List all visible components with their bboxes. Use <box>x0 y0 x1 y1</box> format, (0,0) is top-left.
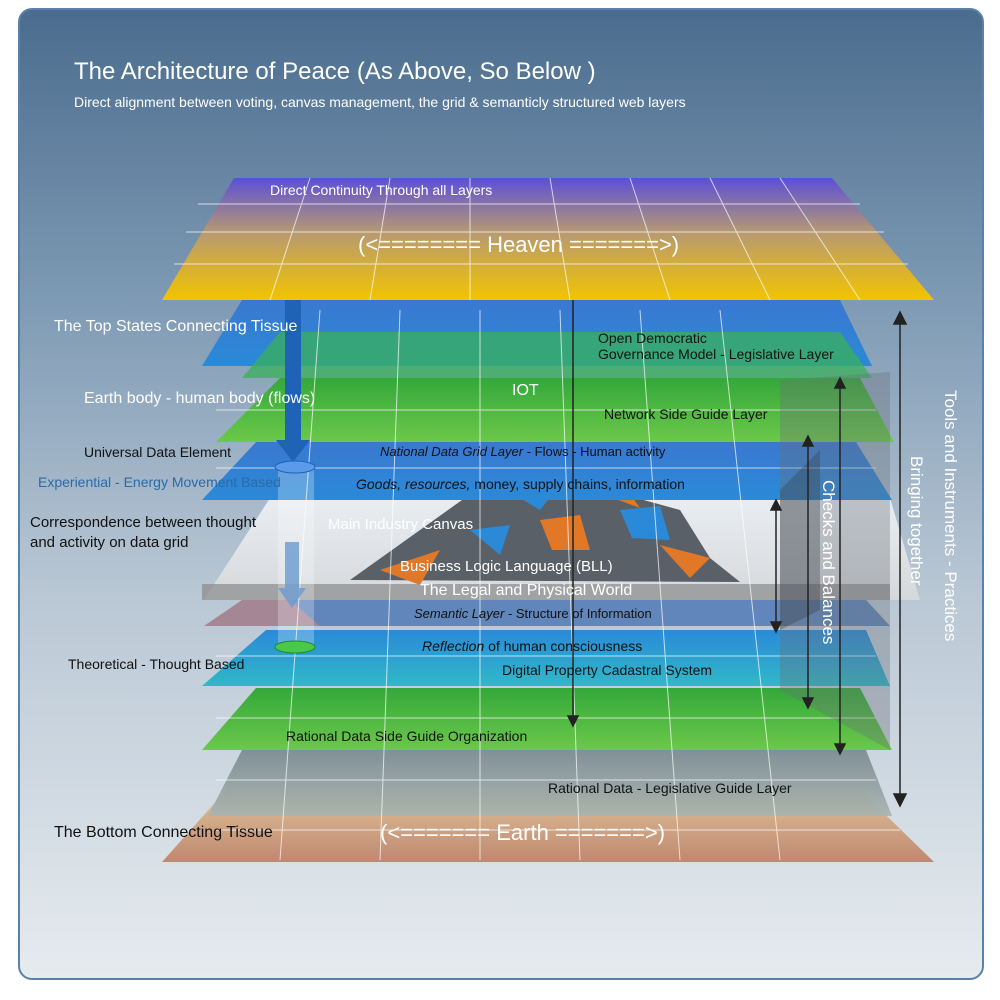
green-disc-icon <box>274 640 316 654</box>
network-label: Network Side Guide Layer <box>604 406 768 422</box>
correspondence-label-1: Correspondence between thought <box>30 514 256 531</box>
correspondence-label-2: and activity on data grid <box>30 534 189 551</box>
reflection-label: Reflection of human consciousness <box>422 638 643 654</box>
tools-label: Tools and Instruments - Practices <box>941 390 960 642</box>
blue-disc-icon <box>274 460 316 474</box>
page-title: The Architecture of Peace (As Above, So … <box>74 58 596 85</box>
bringing-label: Bringing together <box>907 456 926 586</box>
earth-body-label: Earth body - human body (flows) <box>84 390 316 407</box>
heaven-label: (<======== Heaven =======>) <box>358 232 680 257</box>
bll-label: Business Logic Language (BLL) <box>400 558 613 575</box>
cadastral-label: Digital Property Cadastral System <box>502 662 713 678</box>
national-grid-label: National Data Grid Layer - Flows - Human… <box>380 444 666 459</box>
semantic-label: Semantic Layer - Structure of Informatio… <box>414 606 652 621</box>
flow-arrow-shaft <box>285 300 301 440</box>
rational-organization-layer <box>202 688 892 750</box>
legislative-label-1: Open Democratic <box>598 330 707 346</box>
flow-arrow-head <box>276 440 310 462</box>
legal-world-band <box>202 584 890 600</box>
iot-label: IOT <box>512 382 539 399</box>
heaven-layer <box>162 178 934 300</box>
top-tissue-label: The Top States Connecting Tissue <box>54 318 298 335</box>
rational-organization-label: Rational Data Side Guide Organization <box>286 728 528 744</box>
national-grid-layer <box>202 442 892 500</box>
legal-world-label: The Legal and Physical World <box>420 582 633 599</box>
page-subtitle: Direct alignment between voting, canvas … <box>74 94 686 110</box>
theoretical-label: Theoretical - Thought Based <box>68 656 245 672</box>
earth-label: (<======= Earth =======>) <box>380 820 666 845</box>
heaven-top-label: Direct Continuity Through all Layers <box>270 182 493 198</box>
legislative-label-2: Governance Model - Legislative Layer <box>598 346 834 362</box>
rational-legislative-layer <box>208 750 892 816</box>
layer-stack-diagram <box>162 177 934 862</box>
universal-data-label: Universal Data Element <box>84 444 232 460</box>
checks-label: Checks and Balances <box>819 480 838 645</box>
diagram-frame: The Architecture of Peace (As Above, So … <box>18 8 984 980</box>
canvas-label: Main Industry Canvas <box>328 516 474 533</box>
goods-label: Goods, resources, money, supply chains, … <box>356 476 685 492</box>
rational-legislative-label: Rational Data - Legislative Guide Layer <box>548 780 792 796</box>
experiential-label: Experiential - Energy Movement Based <box>38 474 281 490</box>
cadastral-layer <box>202 630 890 686</box>
bottom-tissue-label: The Bottom Connecting Tissue <box>54 824 273 841</box>
